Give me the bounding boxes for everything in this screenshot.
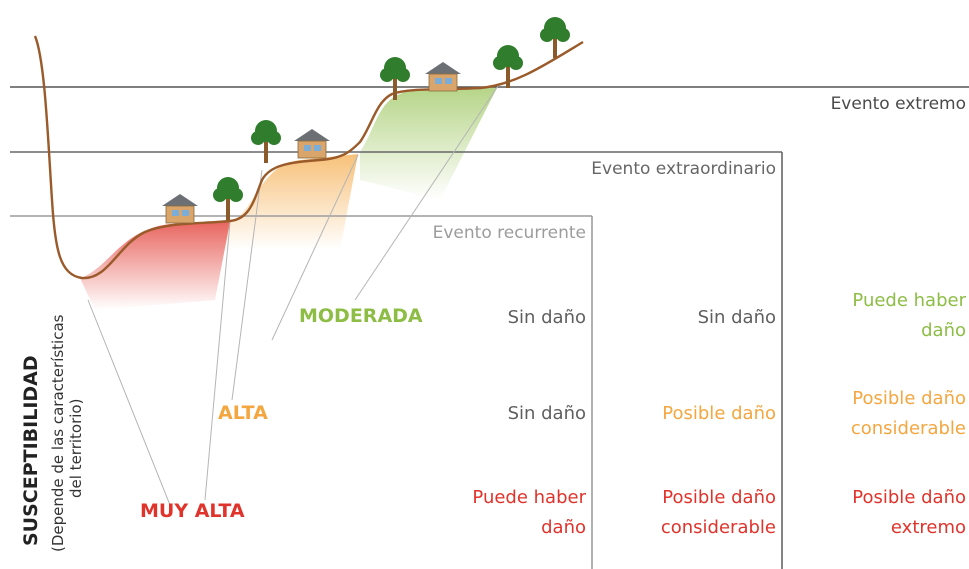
leader-lines	[87, 85, 499, 511]
axis-title-group: SUSCEPTIBILIDAD (Depende de las caracter…	[20, 314, 85, 552]
cell-very-high-extraordinary-line1: Posible daño	[662, 487, 776, 508]
cell-very-high-extreme-line1: Posible daño	[852, 487, 966, 508]
zone-high	[225, 154, 358, 250]
house-icon	[294, 129, 330, 159]
cell-very-high-extraordinary-line2: considerable	[661, 517, 776, 538]
terrain-profile	[33, 35, 584, 280]
cell-high-extreme-line1: Posible daño	[852, 388, 966, 409]
axis-subtitle-line1: (Depende de las características	[49, 314, 67, 552]
cell-very-high-extreme-line2: extremo	[891, 517, 966, 538]
event-extreme-label: Evento extremo	[831, 94, 966, 114]
cell-moderate-extraordinary: Sin daño	[698, 307, 776, 328]
level-very-high-label: MUY ALTA	[140, 500, 245, 522]
tree-icon	[251, 120, 281, 163]
tree-icon	[213, 177, 243, 220]
cell-moderate-extreme-line1: Puede haber	[852, 290, 966, 311]
tree-icon	[540, 17, 570, 58]
cell-moderate-extreme-line2: daño	[921, 320, 966, 341]
zone-very-high	[80, 222, 230, 310]
house-icon	[425, 62, 461, 92]
zone-moderate	[360, 86, 498, 200]
tree-icon	[380, 57, 410, 100]
cell-high-extraordinary: Posible daño	[662, 403, 776, 424]
tree-icon	[493, 45, 523, 88]
cell-moderate-recurrent: Sin daño	[508, 307, 586, 328]
level-high-label: ALTA	[218, 402, 268, 424]
cell-very-high-recurrent-line2: daño	[541, 517, 586, 538]
cell-high-extreme-line2: considerable	[851, 418, 966, 439]
cell-very-high-recurrent-line1: Puede haber	[472, 487, 586, 508]
event-extraordinary-label: Evento extraordinario	[591, 159, 776, 179]
cell-high-recurrent: Sin daño	[508, 403, 586, 424]
axis-title: SUSCEPTIBILIDAD	[20, 355, 42, 546]
house-icon	[162, 194, 198, 224]
level-moderate-label: MODERADA	[299, 305, 423, 327]
axis-subtitle-line2: del territorio)	[67, 399, 85, 498]
event-recurrent-label: Evento recurrente	[433, 223, 586, 243]
